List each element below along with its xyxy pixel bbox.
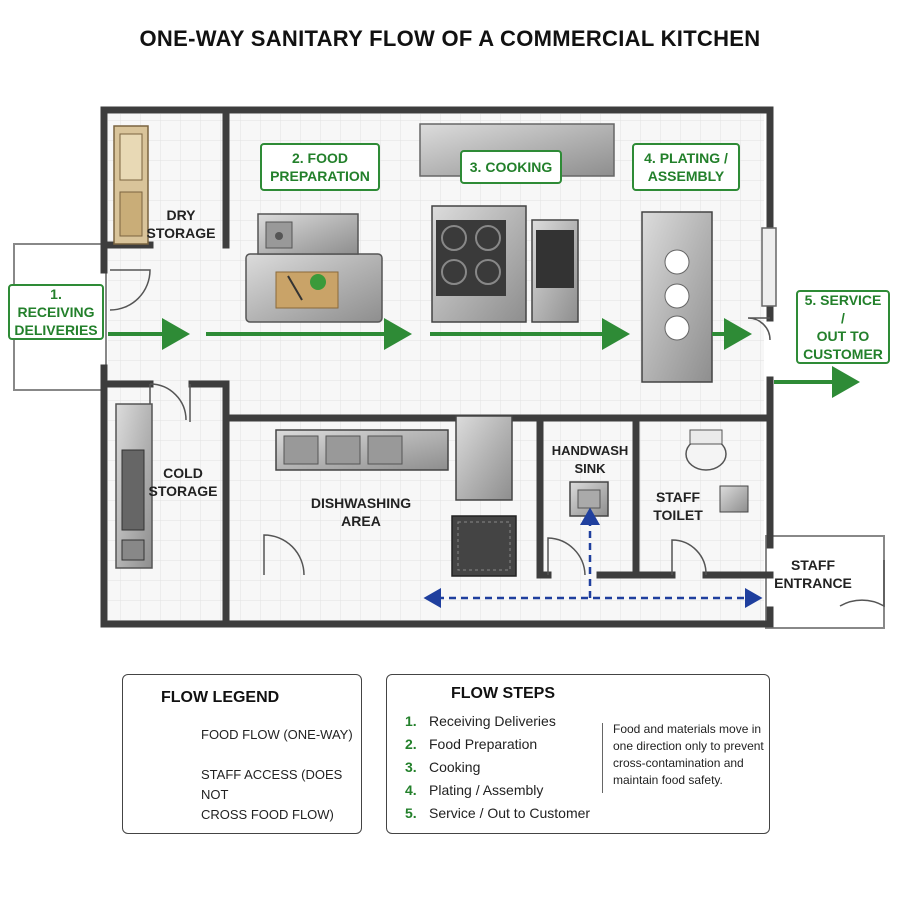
prep-table [245,213,383,323]
cold-storage-label: COLD STORAGE [148,465,218,499]
diagram-title: ONE-WAY SANITARY FLOW OF A COMMERCIAL KI… [139,26,761,51]
doors [109,269,885,608]
step-service-box: 5. SERVICE / OUT TO CUSTOMER [796,290,890,364]
handwash-sink-fixture [569,481,609,517]
dry-storage-label: DRY STORAGE [146,207,216,241]
flow-steps-title: FLOW STEPS [451,685,555,702]
flow-steps-panel: FLOW STEPS 1.Receiving Deliveries 2.Food… [386,674,770,834]
note-divider [602,723,603,793]
food-flow-arrows [108,318,860,398]
step-cooking-box: 3. COOKING [460,150,562,184]
handwash-sink-label: HANDWASH SINK [551,443,629,476]
legend-staff-access-label: STAFF ACCESS (DOES NOT CROSS FOOD FLOW) [201,767,343,822]
flow-step-4: 4.Plating / Assembly [405,782,544,798]
staff-entrance-label: STAFF ENTRANCE [774,557,852,591]
toilet-fixture [685,429,749,513]
step-food-prep-box: 2. FOOD PREPARATION [260,143,380,191]
flow-step-1: 1.Receiving Deliveries [405,713,556,729]
step-receiving-box: 1. RECEIVING DELIVERIES [8,284,104,340]
cooking-range [431,205,579,323]
plating-table [641,211,713,383]
flow-step-3: 3.Cooking [405,759,481,775]
cold-storage-fridge [115,403,153,569]
staff-access-path [423,507,763,608]
dishwashing-area-label: DISHWASHING AREA [310,495,412,529]
staff-toilet-label: STAFF TOILET [653,489,703,523]
legend-food-flow-label: FOOD FLOW (ONE-WAY) [201,727,353,742]
flow-legend-panel: FLOW LEGEND FOOD FLOW (ONE-WAY) STAFF AC… [122,674,362,834]
step-plating-box: 4. PLATING / ASSEMBLY [632,143,740,191]
dishwashing-sinks [275,415,517,577]
flow-legend-title: FLOW LEGEND [161,689,280,706]
flow-note: Food and materials move in one direction… [613,722,764,787]
dry-storage-shelf [113,125,149,245]
flow-step-5: 5.Service / Out to Customer [405,805,591,821]
window [761,227,777,307]
flow-step-2: 2.Food Preparation [405,736,538,752]
